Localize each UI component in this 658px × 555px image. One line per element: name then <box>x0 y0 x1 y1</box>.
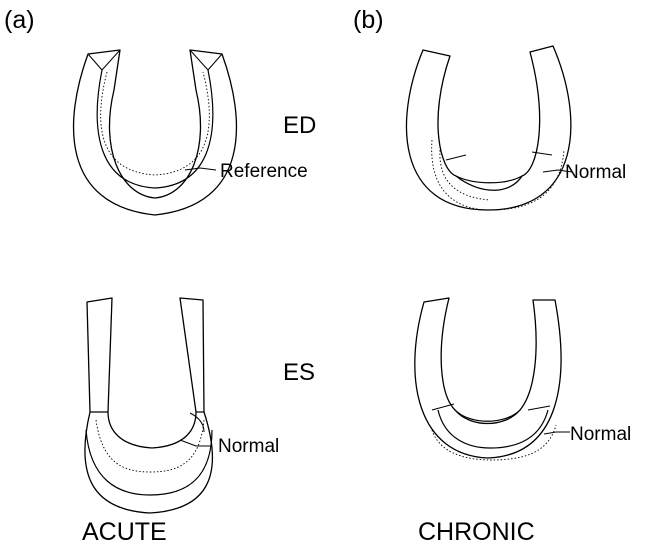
acute-column-label: ACUTE <box>82 518 167 546</box>
normal-a-es-label: Normal <box>218 436 279 457</box>
chronic-column-label: CHRONIC <box>418 518 535 546</box>
normal-b-es-label: Normal <box>570 424 631 445</box>
chronic-es-ventricle <box>415 298 561 460</box>
es-row-label: ES <box>283 359 315 386</box>
panel-a-label: (a) <box>4 6 35 34</box>
normal-b-ed-label: Normal <box>565 162 626 183</box>
normal-b-es-leader <box>544 432 570 434</box>
panel-b-label: (b) <box>353 6 384 34</box>
reference-label: Reference <box>220 161 308 182</box>
acute-es-ventricle <box>85 298 213 513</box>
chronic-ed-ventricle <box>406 46 570 210</box>
acute-ed-ventricle <box>74 50 237 215</box>
ed-row-label: ED <box>283 112 316 139</box>
